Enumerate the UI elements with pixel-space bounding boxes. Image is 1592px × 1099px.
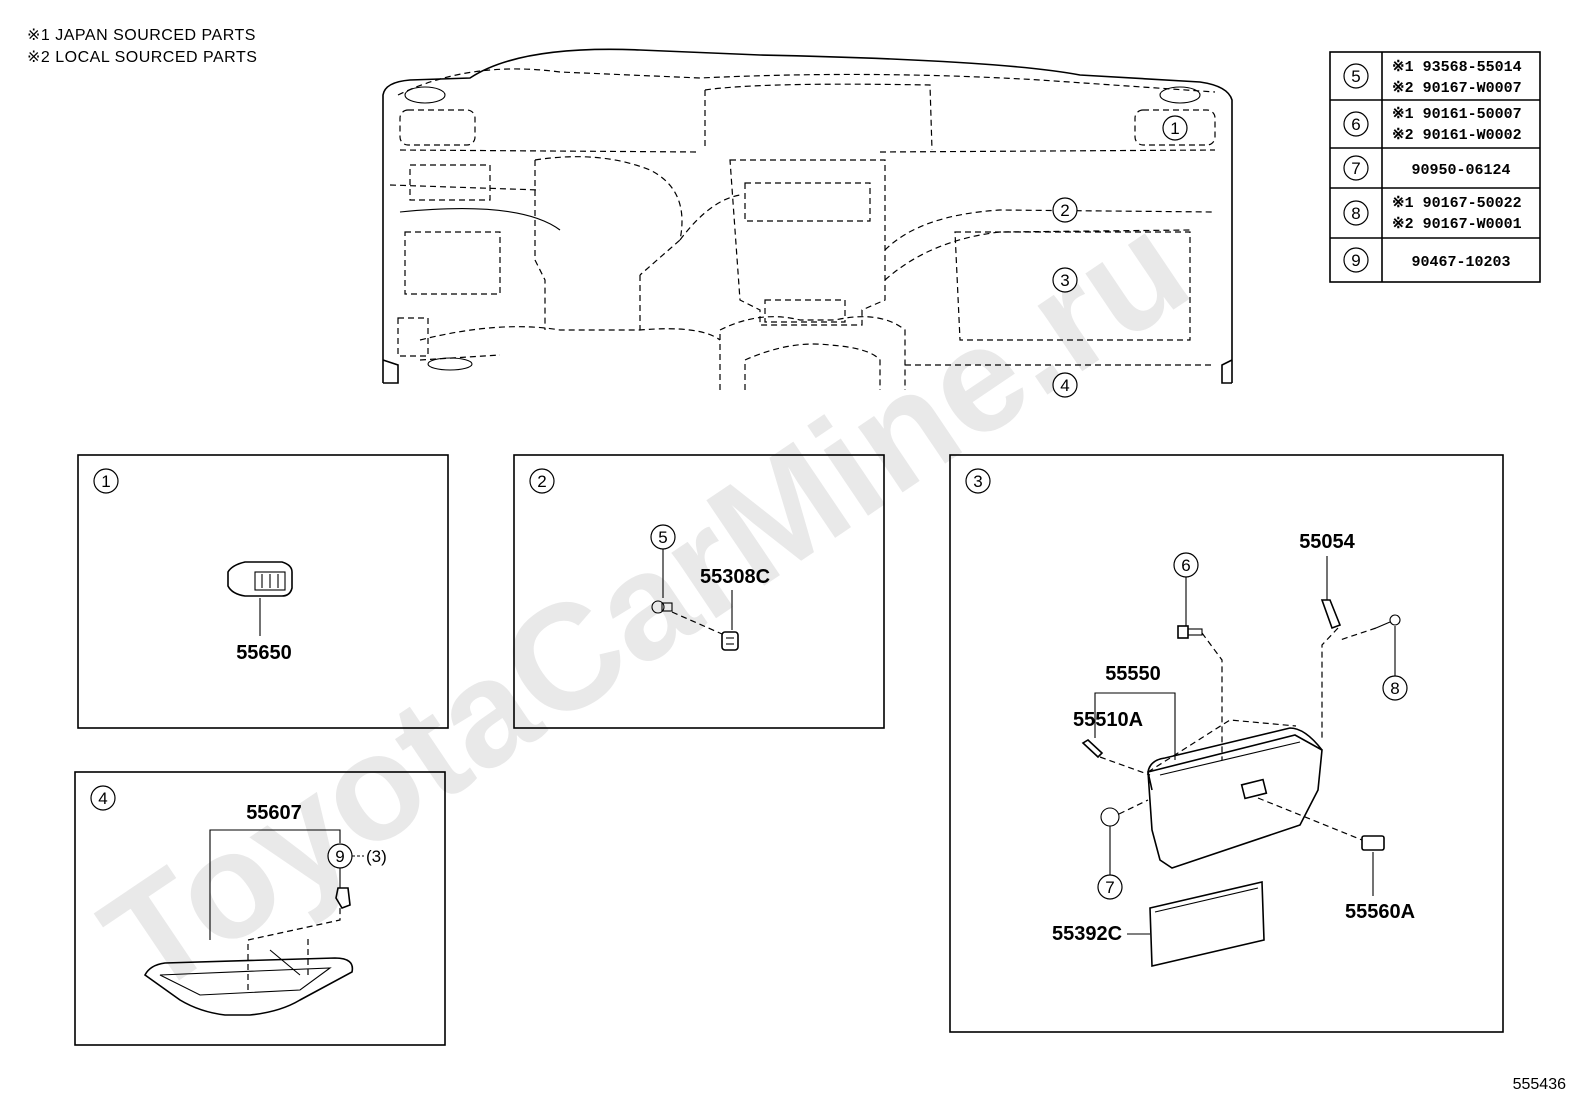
detail-panel-1: 1 55650 <box>77 454 449 729</box>
part-55650: 55650 <box>236 642 292 664</box>
manual-case-part <box>1149 881 1265 967</box>
panel-3-callout-8: 8 <box>1390 679 1399 698</box>
part-55550: 55550 <box>1105 663 1161 685</box>
legend-japan: ※1 JAPAN SOURCED PARTS <box>27 27 256 44</box>
detail-panel-2: 2 5 55308C <box>513 454 885 729</box>
screw-part <box>651 600 673 614</box>
table-row: 6 ※1 90161-50007 ※2 90161-W0002 <box>1343 106 1522 144</box>
watermark: ToyotaCarMine.ru <box>74 180 1216 1026</box>
damper-part <box>1081 739 1104 759</box>
table-part-number: 90950-06124 <box>1411 162 1510 179</box>
panel-2-ref: 2 <box>537 472 546 491</box>
panel-4-ref: 4 <box>98 789 107 808</box>
dashboard-overview: 1 2 3 4 <box>382 48 1233 398</box>
table-ref: 9 <box>1351 251 1360 270</box>
overview-callout-1: 1 <box>1170 119 1179 138</box>
table-row: 5 ※1 93568-55014 ※2 90167-W0007 <box>1343 59 1522 97</box>
under-cover-part <box>143 949 354 1016</box>
table-part-number: ※2 90161-W0002 <box>1392 127 1522 144</box>
clip-part <box>335 887 351 909</box>
part-55607: 55607 <box>246 802 302 824</box>
overview-callout-4: 4 <box>1060 376 1069 395</box>
parts-table: 5 ※1 93568-55014 ※2 90167-W0007 6 ※1 901… <box>1329 51 1541 283</box>
table-ref: 7 <box>1351 159 1360 178</box>
panel-4-callout-9: 9 <box>335 847 344 866</box>
table-part-number: ※1 93568-55014 <box>1392 59 1522 76</box>
table-part-number: 90467-10203 <box>1411 254 1510 271</box>
overview-callout-3: 3 <box>1060 271 1069 290</box>
part-55510a: 55510A <box>1073 709 1143 731</box>
panel-1-ref: 1 <box>101 472 110 491</box>
stopper-part <box>1320 599 1342 630</box>
part-55560a: 55560A <box>1345 901 1415 923</box>
diagram-id: 555436 <box>1513 1076 1566 1093</box>
part-55308c: 55308C <box>700 566 770 588</box>
small-screw-part <box>1375 614 1401 629</box>
table-ref: 6 <box>1351 115 1360 134</box>
lock-part <box>1361 835 1385 851</box>
table-ref: 5 <box>1351 67 1360 86</box>
panel-2-callout-5: 5 <box>658 528 667 547</box>
table-row: 7 90950-06124 <box>1343 155 1511 181</box>
detail-panel-4: 4 55607 9 (3) <box>74 771 446 1046</box>
part-55392c: 55392C <box>1052 923 1122 945</box>
legend-local: ※2 LOCAL SOURCED PARTS <box>27 49 257 66</box>
table-part-number: ※2 90167-W0001 <box>1392 216 1522 233</box>
bolt-part <box>1177 625 1203 639</box>
panel-3-ref: 3 <box>973 472 982 491</box>
glove-box-part <box>1147 719 1323 869</box>
part-55054: 55054 <box>1299 531 1355 553</box>
panel-3-callout-7: 7 <box>1105 878 1114 897</box>
table-row: 8 ※1 90167-50022 ※2 90167-W0001 <box>1343 195 1522 233</box>
table-ref: 8 <box>1351 204 1360 223</box>
vent-part <box>227 561 293 597</box>
detail-panel-3: 3 6 55054 8 55550 55510A <box>949 454 1504 1033</box>
panel-3-callout-6: 6 <box>1181 556 1190 575</box>
table-row: 9 90467-10203 <box>1343 247 1511 273</box>
panel-4-quantity: (3) <box>366 847 387 866</box>
table-part-number: ※1 90167-50022 <box>1392 195 1522 212</box>
table-part-number: ※2 90167-W0007 <box>1392 80 1522 97</box>
clip-part <box>721 631 739 651</box>
overview-callout-2: 2 <box>1060 201 1069 220</box>
table-part-number: ※1 90161-50007 <box>1392 106 1522 123</box>
